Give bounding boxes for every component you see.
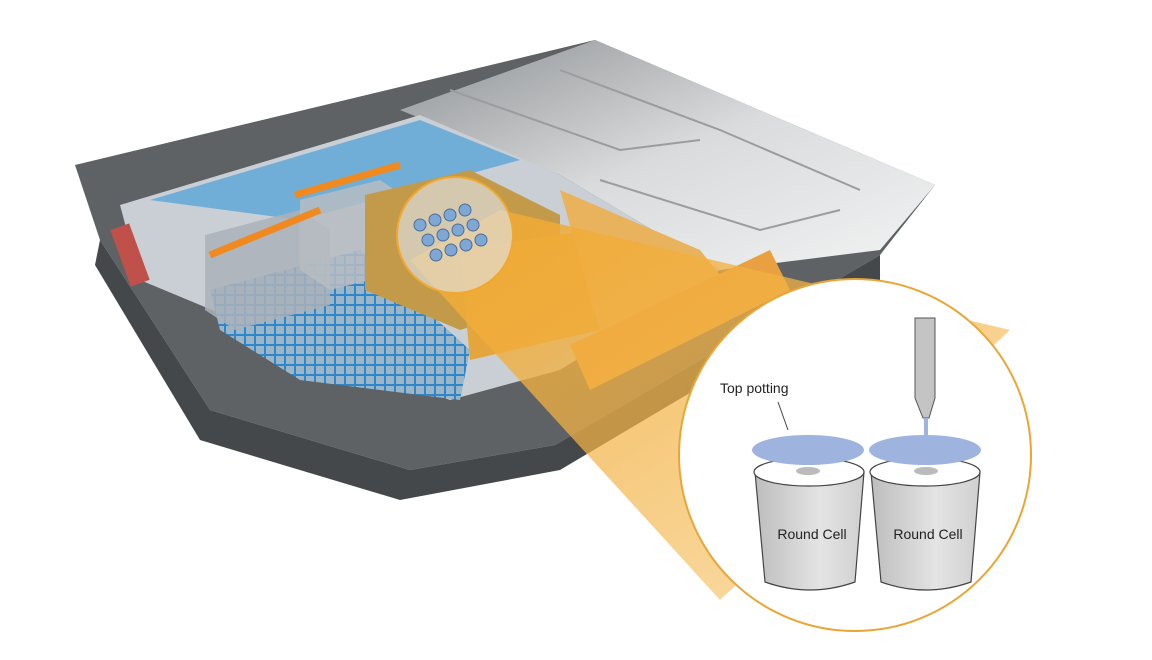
leader-line xyxy=(777,401,789,431)
top-potting-label: Top potting xyxy=(720,380,789,396)
top-potting-layer xyxy=(869,435,981,465)
cell-array xyxy=(413,203,488,262)
cooling-top-layer xyxy=(150,120,520,220)
round-cell-label: Round Cell xyxy=(893,526,962,542)
dispensing-nozzle-icon xyxy=(914,317,936,440)
side-connector xyxy=(110,223,150,287)
top-potting-layer xyxy=(752,435,864,465)
lid-grooves xyxy=(449,69,861,232)
round-cell-left xyxy=(752,435,865,591)
round-cell-right xyxy=(869,435,981,591)
busbars xyxy=(208,161,401,259)
round-cell-label: Round Cell xyxy=(777,526,846,542)
battery-lid xyxy=(400,40,935,270)
